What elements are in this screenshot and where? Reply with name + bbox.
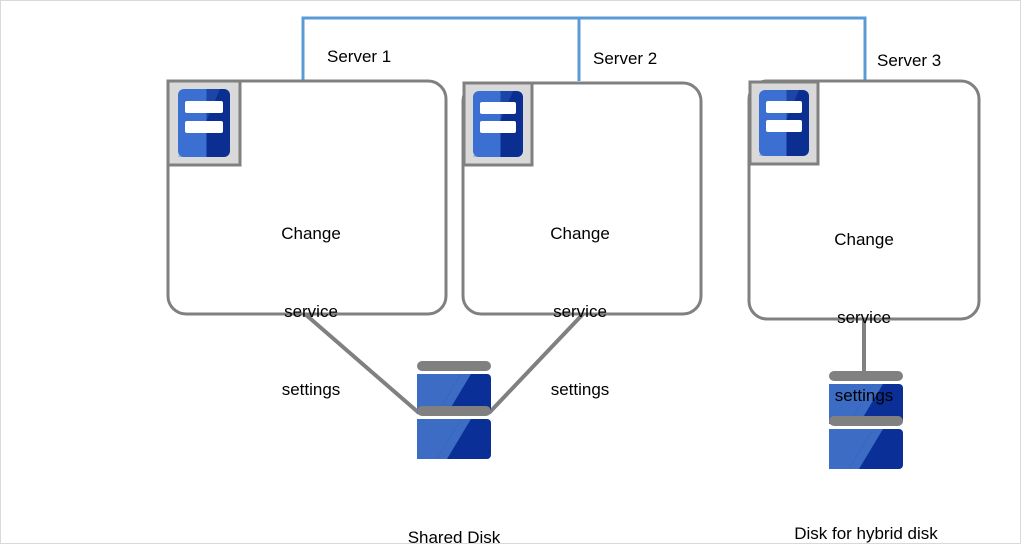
box-text-line: Change [281,224,341,243]
server-box-1-text: Change service settings [246,169,376,455]
server-title-1: Server 1 [327,47,392,66]
box-text-line: settings [550,380,610,399]
shared-disk-caption: Shared Disk for hybrid disk resource [324,473,584,544]
box-text-line: service [553,302,607,321]
server-title-3: Server 3 [877,51,942,70]
server-icon [462,81,534,167]
disk-icon [829,371,903,469]
caption-line: Shared Disk [407,528,501,544]
box-text-line: settings [834,386,894,405]
server-group-bracket [301,16,867,81]
box-text-line: settings [281,380,341,399]
server-box-2-text: Change service settings [515,169,645,455]
server-icon [748,80,820,166]
box-text-line: service [837,308,891,327]
box-text-line: Change [550,224,610,243]
box-text-line: service [284,302,338,321]
server-box-3-text: Change service settings [799,175,929,461]
connector-lines [303,312,866,415]
server-title-2: Server 2 [593,49,658,68]
server3-disk-caption: Disk for hybrid disk resource [754,469,978,543]
disk-icon [417,361,491,459]
server-icon [166,79,242,167]
box-text-line: Change [834,230,894,249]
caption-line: Disk for hybrid disk [794,524,938,543]
